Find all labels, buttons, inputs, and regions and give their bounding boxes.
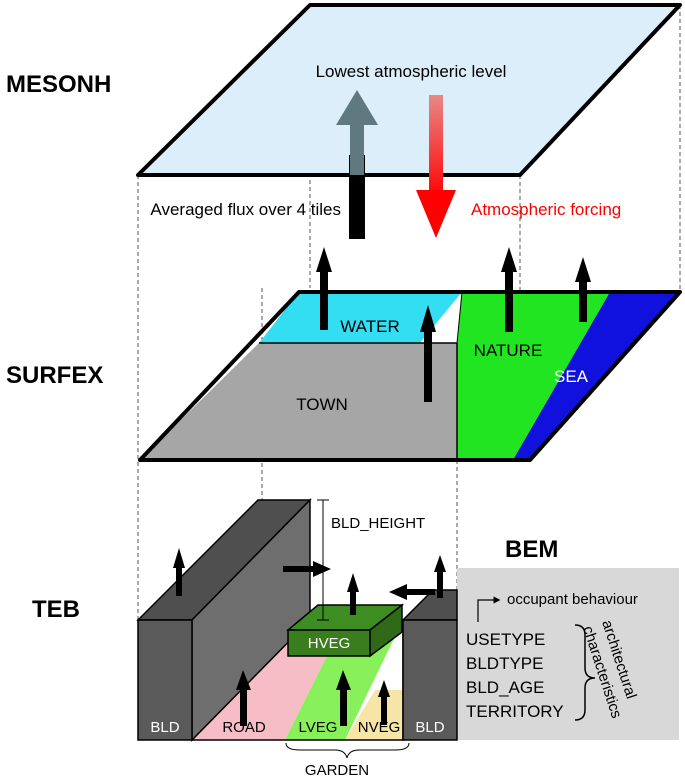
- sea-label: SEA: [554, 367, 589, 386]
- mesonh-label: MESONH: [6, 71, 111, 98]
- surfex-flux-arrows: [316, 247, 591, 402]
- bld-height-label: BLD_HEIGHT: [331, 515, 425, 532]
- bld-height-dimension: [317, 499, 329, 621]
- bem-param-usetype: USETYPE: [466, 630, 545, 649]
- bem-brace: [574, 624, 596, 721]
- road-label: ROAD: [222, 719, 266, 736]
- garden-brace: [285, 742, 410, 759]
- lowest-level-label: Lowest atmospheric level: [316, 62, 507, 81]
- water-tile: [259, 292, 462, 343]
- averaged-flux-label: Averaged flux over 4 tiles: [150, 200, 341, 219]
- surfex-plane: [138, 290, 682, 462]
- bem-param-territory: TERRITORY: [466, 702, 564, 721]
- nature-label: NATURE: [474, 341, 543, 360]
- sea-tile: [513, 292, 680, 460]
- nveg-label: NVEG: [358, 719, 401, 736]
- garden-label: GARDEN: [305, 762, 369, 779]
- town-tile: [140, 343, 457, 460]
- bld-left-label: BLD: [150, 719, 179, 736]
- building-right-front: [402, 619, 458, 741]
- wall-arrow-left: [389, 584, 435, 600]
- hveg-label: HVEG: [308, 635, 351, 652]
- teb-flux-arrows: [173, 548, 446, 726]
- teb-label: TEB: [32, 596, 80, 623]
- averaged-flux-arrow: [336, 90, 378, 239]
- town-label: TOWN: [296, 395, 348, 414]
- teb-canyon: [136, 498, 458, 742]
- occupant-behaviour-label: occupant behaviour: [507, 591, 638, 608]
- bem-label: BEM: [505, 536, 558, 563]
- nature-tile: [457, 292, 610, 460]
- occupant-arrow: [477, 596, 501, 622]
- atmospheric-forcing-arrow: [416, 95, 456, 238]
- bem-param-bldtype: BLDTYPE: [466, 654, 543, 673]
- nveg-strip: [345, 690, 403, 740]
- bem-param-bld-age: BLD_AGE: [466, 678, 544, 697]
- wall-arrow-right: [283, 561, 331, 577]
- hveg-front: [287, 629, 371, 657]
- surfex-label: SURFEX: [6, 362, 103, 389]
- lveg-label: LVEG: [299, 719, 338, 736]
- bld-right-label: BLD: [415, 719, 444, 736]
- atmospheric-forcing-label: Atmospheric forcing: [471, 200, 621, 219]
- mesonh-plane: [136, 3, 682, 177]
- water-label: WATER: [340, 317, 400, 336]
- building-left-front: [137, 619, 193, 741]
